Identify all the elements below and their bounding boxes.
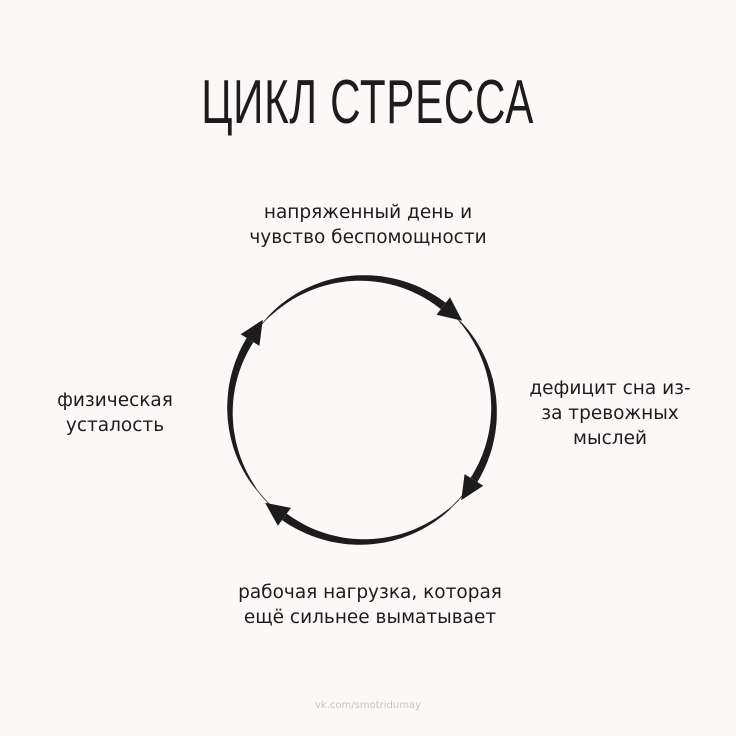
arrowhead-icon: [240, 319, 263, 346]
arrow-shaft: [265, 275, 446, 321]
arrow-shaft: [458, 319, 497, 483]
arrow-shaft: [227, 337, 257, 490]
page-title: ЦИКЛ СТРЕССА: [201, 68, 535, 137]
arc-connector: [257, 319, 266, 329]
arrowhead-icon: [265, 502, 291, 526]
step-label-tense-day: напряженный день и чувство беспомощности: [249, 202, 487, 248]
arrow-to-fatigue: [256, 489, 453, 545]
arrow-shaft: [282, 506, 453, 545]
step-label-sleep-deficit: дефицит сна из- за тревожных мыслей: [529, 378, 691, 449]
step-label-fatigue: физическая усталость: [57, 390, 173, 436]
arrow-to-workload: [451, 319, 497, 507]
arrowhead-icon: [436, 297, 463, 321]
watermark: vk.com/smotridumay: [315, 700, 421, 711]
arc-connector: [451, 491, 467, 507]
arc-connector: [256, 489, 274, 509]
arrow-to-tense-day: [227, 319, 266, 490]
step-label-workload: рабочая нагрузка, которая ещё сильнее вы…: [238, 582, 502, 628]
arrow-to-sleep-deficit: [265, 275, 463, 321]
arrowhead-icon: [461, 474, 484, 501]
